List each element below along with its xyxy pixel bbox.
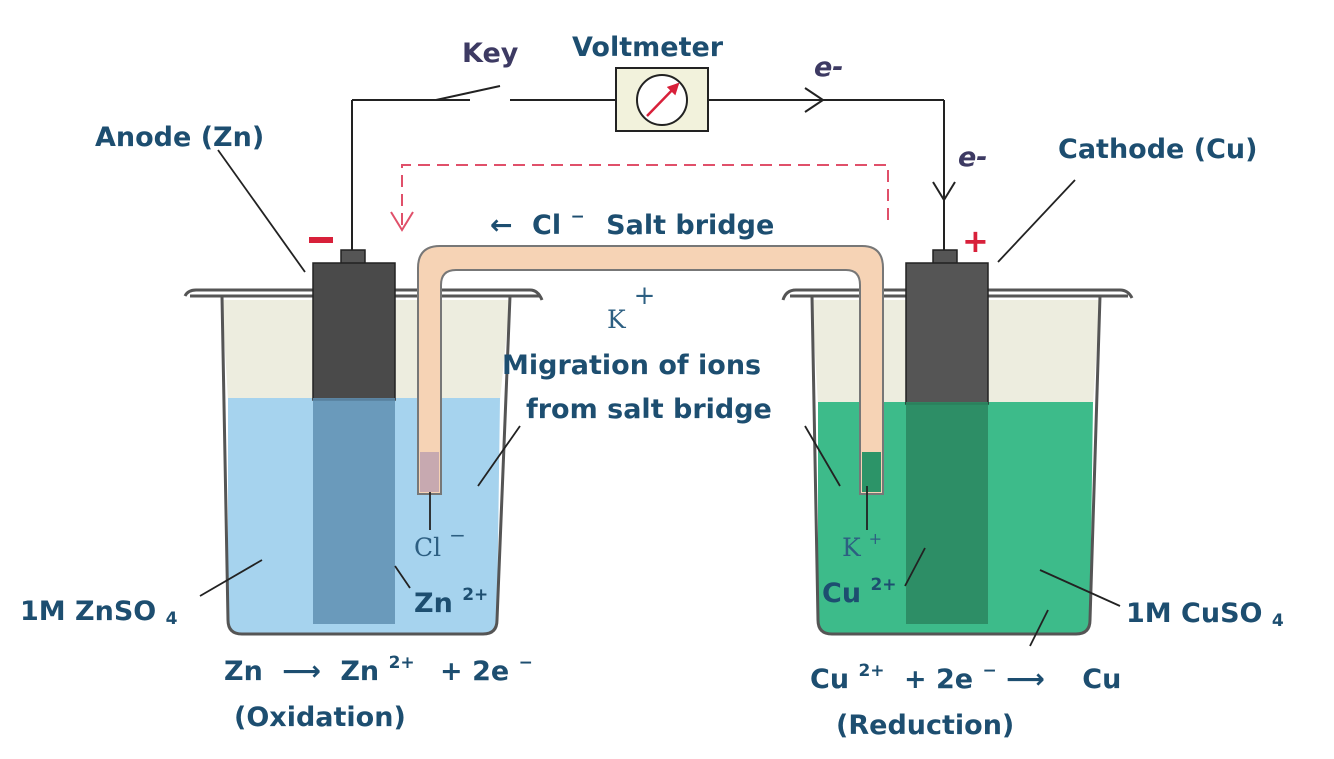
k-ion: K	[842, 533, 862, 562]
voltmeter-needle	[646, 82, 680, 117]
ion-flow-dashed-arrow	[401, 164, 889, 228]
oxidation-eq-zn: Zn	[224, 656, 263, 687]
oxidation-equation: Zn ⟶ Zn 2+ + 2e −	[224, 644, 533, 687]
key-switch[interactable]	[435, 85, 501, 101]
k-ion-label: K +	[842, 529, 882, 562]
reduction-eq-arrow: ⟶	[1006, 664, 1045, 695]
k-top: K	[607, 305, 627, 334]
migration-pointer-left	[477, 425, 521, 487]
anode-label: Anode (Zn)	[95, 122, 264, 153]
zn-ion: Zn	[414, 588, 453, 619]
cu-ion: Cu	[822, 578, 861, 609]
reduction-eq-electrons-charge: −	[982, 661, 996, 681]
k-ion-top-label: K +	[607, 281, 655, 334]
znso4-label: 1M ZnSO 4	[20, 596, 178, 629]
electron-label-right: e-	[958, 142, 988, 173]
anode-negative-sign	[309, 237, 333, 243]
voltmeter-label: Voltmeter	[572, 32, 724, 63]
reduction-eq-ion: Cu	[810, 664, 849, 695]
salt-bridge-arrow: ←	[490, 210, 513, 241]
reduction-pointer	[1029, 609, 1049, 647]
cathode-rod-submerged	[906, 402, 988, 624]
salt-bridge-ion-charge: −	[571, 207, 585, 227]
oxidation-eq-ion-charge: 2+	[389, 653, 415, 673]
znso4-text: 1M ZnSO	[20, 596, 156, 627]
zn-ion-pointer	[394, 565, 411, 589]
electron-flow-arrow-down	[932, 181, 956, 202]
oxidation-eq-ion: Zn	[340, 656, 379, 687]
electron-flow-arrow-top	[804, 87, 825, 113]
anode-pointer-line	[217, 149, 306, 273]
cu-ion-charge: 2+	[870, 575, 896, 595]
external-circuit	[351, 67, 956, 250]
cl-ion: Cl	[414, 533, 441, 562]
reduction-equation: Cu 2+ + 2e − ⟶ Cu	[810, 652, 1121, 695]
cuso4-subscript: 4	[1272, 611, 1284, 631]
zn-ion-charge: 2+	[462, 585, 488, 605]
salt-bridge-right-plug	[862, 452, 881, 492]
cathode-label: Cathode (Cu)	[1058, 134, 1257, 165]
pointer-lines	[199, 149, 1121, 647]
cuso4-text: 1M CuSO	[1126, 598, 1263, 629]
salt-bridge-left-plug	[420, 452, 439, 492]
k-top-charge: +	[634, 281, 656, 311]
copper-cathode	[905, 249, 989, 624]
salt-bridge-label: ← Cl − Salt bridge	[490, 198, 774, 241]
oxidation-eq-electrons: + 2e	[440, 656, 509, 687]
reduction-eq-electrons: + 2e	[904, 664, 973, 695]
ion-flow-arrowhead	[390, 211, 414, 232]
reduction-label: (Reduction)	[836, 710, 1014, 741]
cu-ion-pointer	[904, 547, 926, 587]
oxidation-label: (Oxidation)	[234, 702, 406, 733]
cathode-terminal	[932, 249, 958, 265]
salt-bridge-text: Salt bridge	[606, 210, 774, 241]
cu-ion-label: Cu 2+	[822, 575, 897, 609]
znso4-subscript: 4	[166, 609, 178, 629]
reduction-eq-ion-charge: 2+	[858, 661, 884, 681]
zinc-anode	[312, 249, 396, 624]
znso4-pointer	[199, 559, 263, 597]
salt-bridge-ion: Cl	[532, 210, 561, 241]
cathode-pointer-line	[997, 179, 1076, 263]
cl-ion-charge: −	[449, 523, 466, 547]
cuso4-pointer	[1039, 569, 1121, 607]
key-label: Key	[462, 38, 519, 69]
cathode-rod-top	[905, 262, 989, 405]
migration-label-line2: from salt bridge	[526, 394, 772, 425]
salt-bridge	[417, 245, 884, 495]
cathode-positive-sign: +	[962, 222, 989, 260]
anode-terminal	[340, 249, 366, 265]
cuso4-label: 1M CuSO 4	[1126, 598, 1284, 631]
migration-label-line1: Migration of ions	[502, 350, 761, 381]
k-ion-charge: +	[869, 529, 882, 548]
anode-rod-top	[312, 262, 396, 401]
oxidation-eq-electrons-charge: −	[519, 653, 533, 673]
anode-rod-submerged	[313, 398, 395, 624]
oxidation-eq-arrow: ⟶	[282, 656, 321, 687]
reduction-eq-product: Cu	[1082, 664, 1121, 695]
salt-bridge-tube	[417, 245, 884, 495]
migration-pointer-right	[804, 425, 841, 487]
voltmeter[interactable]	[615, 67, 709, 132]
electron-label-top: e-	[814, 52, 844, 83]
cl-ion-label: Cl −	[414, 523, 466, 562]
zn-ion-label: Zn 2+	[414, 585, 488, 619]
